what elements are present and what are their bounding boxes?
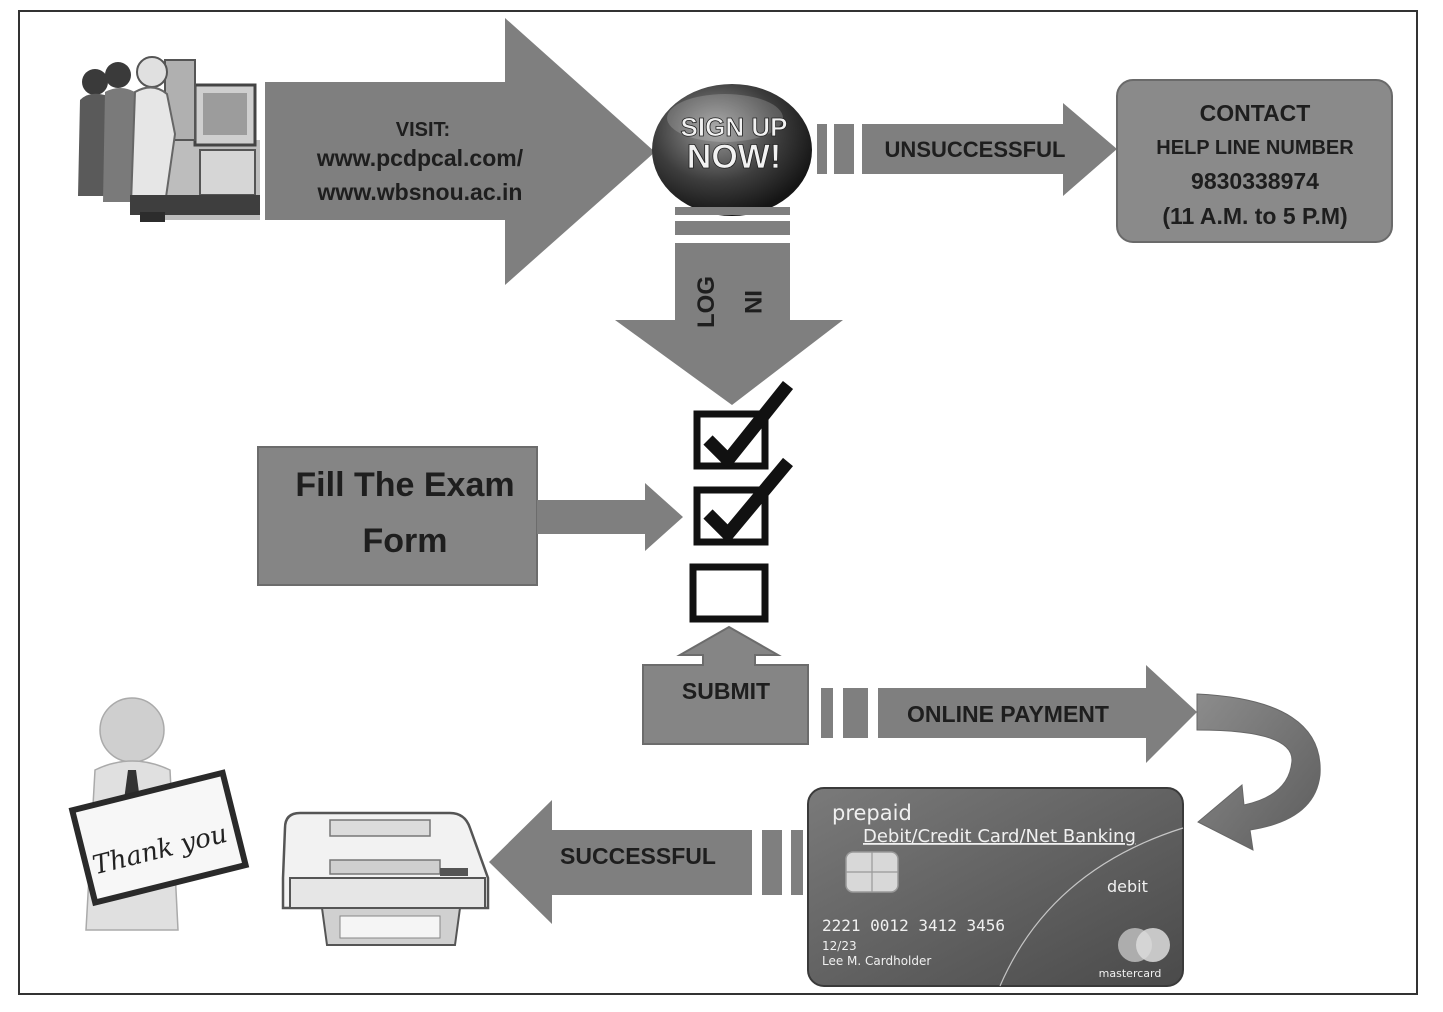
unsuccessful-arrow (817, 103, 1117, 196)
visit-arrow (265, 18, 655, 285)
contact-hours: (11 A.M. to 5 P.M) (1162, 203, 1347, 229)
submit-box[interactable]: SUBMIT (642, 625, 809, 745)
sign-up-line-1: SIGN UP (681, 112, 788, 142)
card-prepaid: prepaid (832, 801, 912, 825)
checkmark-1-icon (703, 380, 794, 467)
sign-up-line-2: NOW! (687, 138, 781, 176)
visit-url-1: www.pcdpcal.com/ (316, 145, 524, 171)
people-at-computers-icon (78, 56, 260, 222)
unsuccessful-label: UNSUCCESSFUL (885, 137, 1066, 162)
exam-form-line-2: Form (363, 522, 448, 560)
visit-label: VISIT: (396, 119, 450, 141)
log-in-word-1: LOG (693, 276, 720, 328)
online-payment-label: ONLINE PAYMENT (907, 701, 1109, 727)
successful-arrow (489, 800, 803, 924)
card-holder: Lee M. Cardholder (822, 954, 931, 968)
card-methods: Debit/Credit Card/Net Banking (863, 826, 1136, 847)
card-type: debit (1107, 877, 1148, 896)
online-payment-arrow (821, 665, 1197, 763)
visit-url-2: www.wbsnou.ac.in (317, 179, 523, 205)
payment-card[interactable]: prepaid Debit/Credit Card/Net Banking de… (807, 787, 1184, 987)
log-in-arrow (615, 207, 843, 405)
contact-title: CONTACT (1200, 100, 1311, 126)
contact-subtitle: HELP LINE NUMBER (1156, 137, 1354, 159)
card-number: 2221 0012 3412 3456 (822, 916, 1005, 935)
contact-number: 9830338974 (1191, 168, 1319, 194)
successful-label: SUCCESSFUL (560, 843, 716, 869)
checkbox-3 (689, 563, 769, 623)
exam-form-line-1: Fill The Exam (295, 466, 514, 504)
checkbox-2 (693, 486, 769, 546)
card-expiry: 12/23 (822, 939, 857, 953)
exam-form-box (257, 446, 538, 586)
printer-icon (281, 811, 490, 946)
checkbox-1 (693, 410, 769, 470)
log-in-word-2: IN (739, 290, 766, 314)
person-holding-sign-icon: Thank you (68, 697, 250, 931)
mastercard-logo-icon (1118, 928, 1170, 962)
exam-form-arrow (537, 483, 683, 551)
diagram-frame (18, 10, 1418, 995)
card-brand: mastercard (1099, 967, 1162, 980)
checkmark-2-icon (703, 457, 793, 541)
curved-arrow-to-card (1196, 693, 1321, 851)
submit-label: SUBMIT (682, 678, 770, 704)
sign-up-now-button[interactable]: SIGN UP NOW! (652, 84, 812, 216)
contact-box (1116, 79, 1393, 243)
checklist (689, 380, 794, 623)
